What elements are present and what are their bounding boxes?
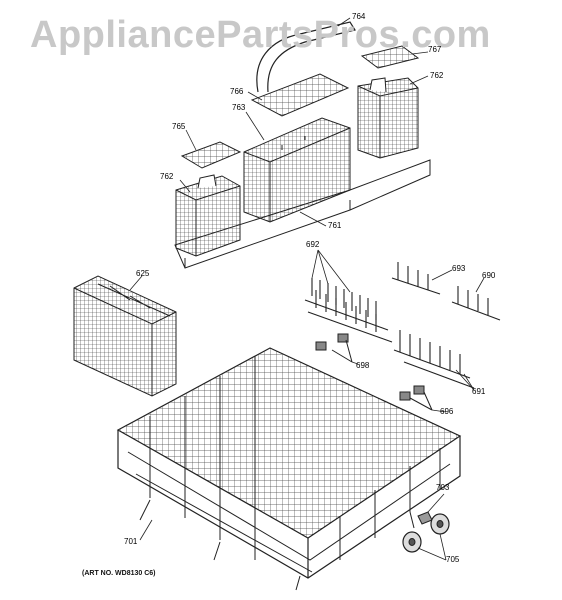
- callout-692: 692: [306, 240, 320, 249]
- basket-762-right: [357, 77, 419, 159]
- cover-767: [360, 45, 420, 69]
- lower-rack-701: [116, 347, 462, 591]
- callout-690: 690: [482, 271, 496, 280]
- callout-691: 691: [472, 387, 486, 396]
- tines-691: [393, 330, 475, 389]
- cover-766: [250, 73, 350, 117]
- callout-765: 765: [172, 122, 186, 131]
- clips-698: [315, 333, 353, 363]
- callout-701: 701: [124, 537, 138, 546]
- clips-696: [399, 385, 433, 411]
- basket-625: [73, 275, 177, 397]
- callout-705: 705: [446, 555, 460, 564]
- tines-693: [391, 262, 441, 295]
- callout-766: 766: [230, 87, 244, 96]
- callout-761: 761: [328, 221, 342, 230]
- callout-767: 767: [428, 45, 442, 54]
- basket-762-left: [175, 174, 241, 257]
- callout-703: 703: [436, 483, 450, 492]
- leader-lines: [129, 17, 485, 561]
- tines-692: [304, 278, 393, 343]
- callout-693: 693: [452, 264, 466, 273]
- cover-765: [180, 141, 242, 169]
- callout-763: 763: [232, 103, 246, 112]
- callout-696: 696: [440, 407, 454, 416]
- handle-764: [256, 21, 356, 93]
- callout-762-left: 762: [160, 172, 174, 181]
- callout-698: 698: [356, 361, 370, 370]
- art-number: (ART NO. WD8130 C6): [82, 570, 156, 577]
- callout-625: 625: [136, 269, 150, 278]
- tines-690: [451, 286, 501, 321]
- watermark-logo-text: AppliancePartsPros.com: [30, 14, 491, 56]
- callout-764: 764: [352, 12, 366, 21]
- basket-763-center: [243, 117, 351, 223]
- callout-762-right: 762: [430, 71, 444, 80]
- part-703: [417, 511, 433, 525]
